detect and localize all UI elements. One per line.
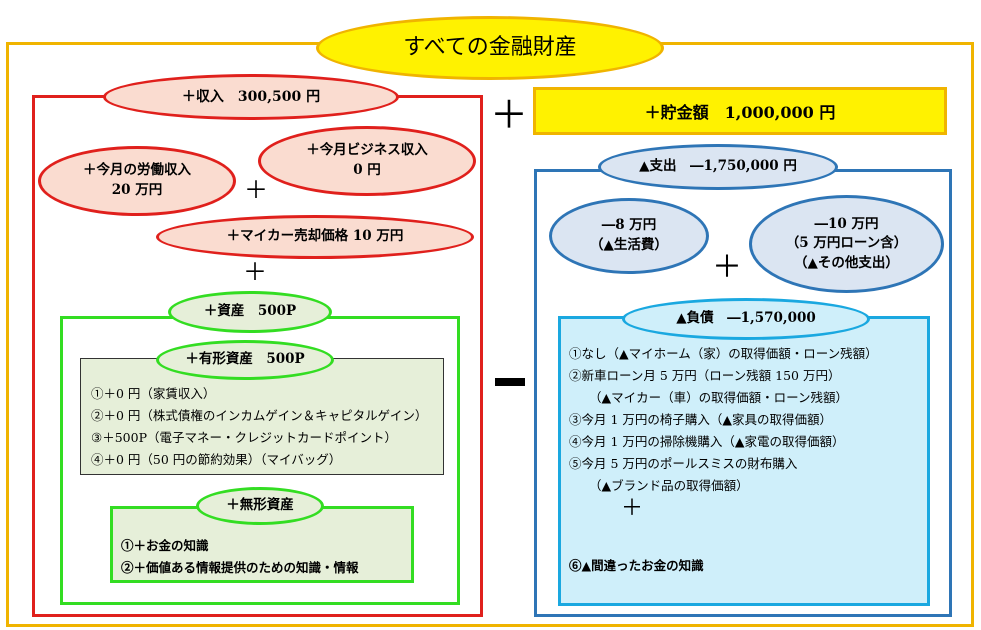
- tangible-item: ②＋0 円（株式債権のインカムゲイン＆キャピタルゲイン）: [91, 408, 428, 423]
- expense-title: ▲支出 ―1,750,000 円: [598, 144, 838, 190]
- page-title: すべての金融財産: [403, 35, 577, 61]
- savings-text: ＋貯金額 1,000,000 円: [644, 103, 836, 122]
- intangible-assets-title: ＋無形資産: [196, 487, 324, 525]
- liability-item: （▲ブランド品の取得価額）: [589, 478, 749, 493]
- liability-item: ①なし（▲マイホーム（家）の取得価額・ローン残額）: [569, 346, 878, 361]
- tangible-assets-title-text: ＋有形資産 500P: [185, 351, 305, 368]
- business-income-value: 0 円: [353, 162, 381, 178]
- liability-item: ③今月 1 万円の椅子購入（▲家具の取得価額）: [569, 412, 833, 427]
- expense-title-text: ▲支出 ―1,750,000 円: [639, 158, 797, 175]
- intangible-item: ②＋価値ある情報提供のための知識・情報: [121, 560, 359, 575]
- plus-sign-liability: ＋: [621, 496, 644, 521]
- liability-item: （▲マイカー（車）の取得価額・ローン残額）: [589, 390, 848, 405]
- tangible-item: ④＋0 円（50 円の節約効果）（マイバッグ）: [91, 452, 342, 467]
- liability-item: ②新車ローン月 5 万円（ローン残額 150 万円）: [569, 368, 841, 383]
- other-expense-label: （▲その他支出）: [794, 254, 899, 271]
- labor-income: ＋今月の労働収入 20 万円: [38, 146, 236, 216]
- intangible-assets-title-text: ＋無形資産: [226, 497, 294, 514]
- business-income-label: ＋今月ビジネス収入: [306, 142, 428, 159]
- other-expense-note: （5 万円ローン含）: [785, 235, 908, 252]
- plus-sign-income-1: ＋: [244, 176, 268, 204]
- living-expense-label: （▲生活費）: [590, 237, 668, 253]
- income-title: ＋収入 300,500 円: [103, 74, 399, 120]
- tangible-item: ③＋500P（電子マネー・クレジットカードポイント）: [91, 430, 397, 445]
- other-expense-value: ―10 万円: [814, 215, 879, 232]
- labor-income-value: 20 万円: [111, 182, 163, 198]
- liabilities-box: ①なし（▲マイホーム（家）の取得価額・ローン残額） ②新車ローン月 5 万円（ロ…: [558, 316, 930, 606]
- labor-income-label: ＋今月の労働収入: [83, 162, 191, 179]
- savings-box: ＋貯金額 1,000,000 円: [533, 87, 947, 135]
- plus-sign-income-2: ＋: [243, 258, 267, 286]
- income-title-text: ＋収入 300,500 円: [181, 88, 321, 105]
- plus-sign-main: ＋: [490, 93, 529, 137]
- living-expense-value: ―8 万円: [601, 217, 657, 234]
- liability-item: ⑥▲間違ったお金の知識: [569, 558, 704, 573]
- other-expense: ―10 万円 （5 万円ローン含） （▲その他支出）: [749, 195, 944, 293]
- plus-sign-expense: ＋: [712, 250, 742, 285]
- tangible-item: ①＋0 円（家賃収入）: [91, 386, 216, 401]
- minus-sign-main: [495, 378, 525, 386]
- intangible-item: ①＋お金の知識: [121, 538, 209, 553]
- assets-title: ＋資産 500P: [168, 291, 332, 333]
- car-sale: ＋マイカー売却価格 10 万円: [156, 215, 474, 259]
- tangible-assets-title: ＋有形資産 500P: [156, 340, 334, 380]
- liability-item: ⑤今月 5 万円のポールスミスの財布購入: [569, 456, 798, 471]
- business-income: ＋今月ビジネス収入 0 円: [258, 126, 476, 196]
- car-sale-text: ＋マイカー売却価格 10 万円: [226, 228, 404, 245]
- living-expense: ―8 万円 （▲生活費）: [549, 198, 709, 274]
- liabilities-title: ▲負債 ―1,570,000: [622, 298, 870, 340]
- liabilities-title-text: ▲負債 ―1,570,000: [676, 310, 816, 327]
- liability-item: ④今月 1 万円の掃除機購入（▲家電の取得価額）: [569, 434, 845, 449]
- assets-title-text: ＋資産 500P: [203, 303, 297, 320]
- title-ellipse: すべての金融財産: [316, 16, 664, 80]
